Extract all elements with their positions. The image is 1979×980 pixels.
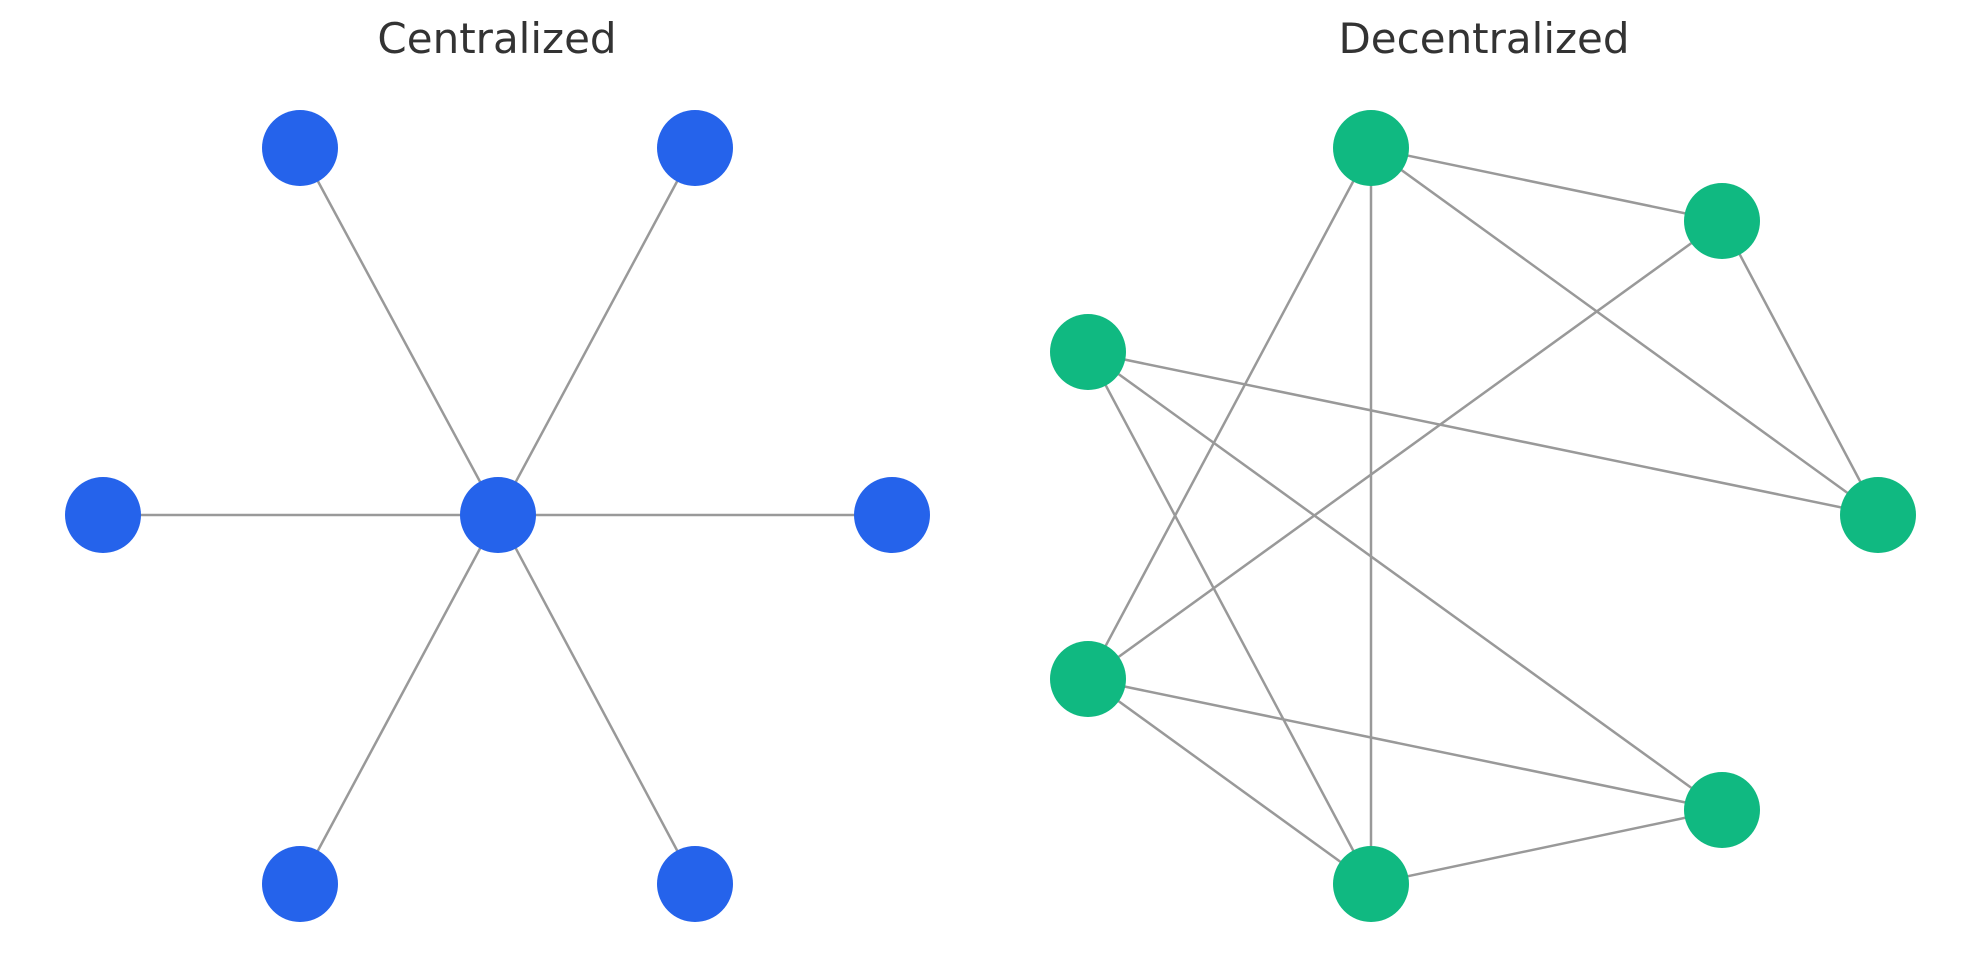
centralized-node-n3 [65,477,141,553]
centralized-nodes [65,110,930,922]
centralized-edge-hub-n6 [496,514,697,885]
decentralized-node-d7 [1333,846,1409,922]
decentralized-edges [1086,146,1880,886]
decentralized-edge-d6-d7 [1370,808,1723,886]
decentralized-node-d6 [1684,772,1760,848]
centralized-title: Centralized [377,14,616,63]
centralized-edges [103,147,892,885]
centralized-node-n2 [657,110,733,186]
decentralized-node-d1 [1333,110,1409,186]
centralized-edge-hub-n1 [298,147,500,516]
decentralized-edge-d5-d6 [1087,677,1723,812]
decentralized-edge-d5-d7 [1087,677,1372,886]
decentralized-edge-d3-d4 [1087,350,1879,517]
decentralized-edge-d1-d3 [1370,146,1879,517]
decentralized-edge-d2-d3 [1720,220,1880,516]
decentralized-node-d3 [1840,477,1916,553]
decentralized-edge-d2-d5 [1087,219,1723,681]
centralized-node-n1 [262,110,338,186]
decentralized-edge-d4-d7 [1086,351,1373,885]
centralized-node-hub [460,477,536,553]
decentralized-node-d5 [1050,641,1126,717]
centralized-node-n4 [854,477,930,553]
centralized-node-n6 [657,846,733,922]
decentralized-edge-d1-d5 [1086,147,1373,680]
centralized-node-n5 [262,846,338,922]
decentralized-title: Decentralized [1338,14,1629,63]
centralized-panel: Centralized [65,14,930,922]
decentralized-panel: Decentralized [1050,14,1916,922]
decentralized-node-d4 [1050,314,1126,390]
centralized-edge-hub-n5 [298,514,500,885]
decentralized-nodes [1050,110,1916,922]
decentralized-edge-d4-d6 [1087,350,1723,812]
decentralized-node-d2 [1684,183,1760,259]
decentralized-edge-d1-d2 [1370,146,1723,223]
centralized-edge-hub-n2 [496,147,697,516]
